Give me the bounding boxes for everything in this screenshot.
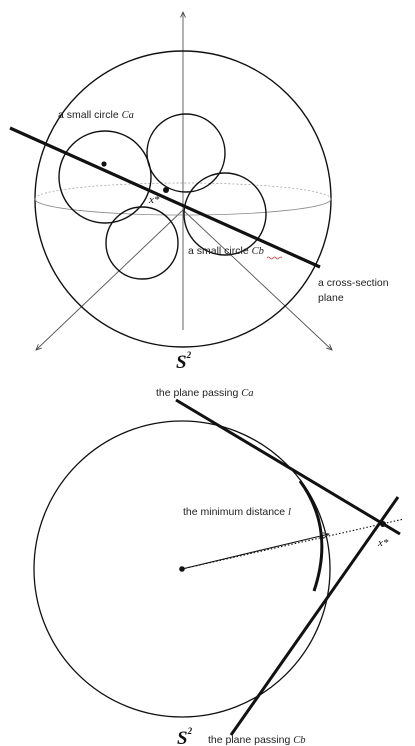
label-small-circle-b: a small circle Cb [188, 245, 264, 257]
small-circle-cb [183, 172, 267, 256]
dotted-line-to-x-star [181, 518, 405, 570]
center-point [179, 566, 185, 572]
label-cross-section-line2: plane [318, 292, 344, 304]
label-small-circle-a: a small circle Ca [58, 109, 134, 121]
label-sphere-bottom: S2 [177, 726, 193, 746]
label-x-star-bottom: x* [377, 537, 389, 549]
plane-line-ca [175, 398, 401, 536]
axis-to-lower-left [36, 209, 184, 350]
small-circle-bottom [105, 206, 179, 280]
label-x-star-top: x* [148, 194, 160, 206]
min-distance-arrow [181, 534, 329, 570]
point-x-star [163, 187, 169, 193]
label-plane-b: the plane passing Cb [208, 734, 306, 746]
label-plane-a: the plane passing Ca [156, 387, 254, 399]
small-circle-top [146, 113, 226, 193]
point-dot-left [101, 161, 107, 167]
label-sphere-top: S2 [176, 350, 192, 373]
cross-section-line [9, 126, 321, 269]
sphere-outline-bottom [33, 420, 331, 718]
label-min-distance: the minimum distance l [183, 506, 291, 518]
equator-front [34, 198, 332, 216]
small-circle-ca [58, 130, 152, 224]
thick-arc-segment [298, 480, 324, 592]
bottom-figure: the plane passing Ca the minimum distanc… [33, 387, 405, 746]
axis-to-lower-right [182, 209, 332, 350]
top-figure: a small circle Ca x* a small circle Cb a… [9, 12, 389, 373]
label-cross-section-line1: a cross-section [318, 277, 389, 289]
misspelling-underline [266, 256, 283, 260]
point-x-star-bottom [380, 521, 386, 527]
plane-line-cb [229, 496, 400, 736]
